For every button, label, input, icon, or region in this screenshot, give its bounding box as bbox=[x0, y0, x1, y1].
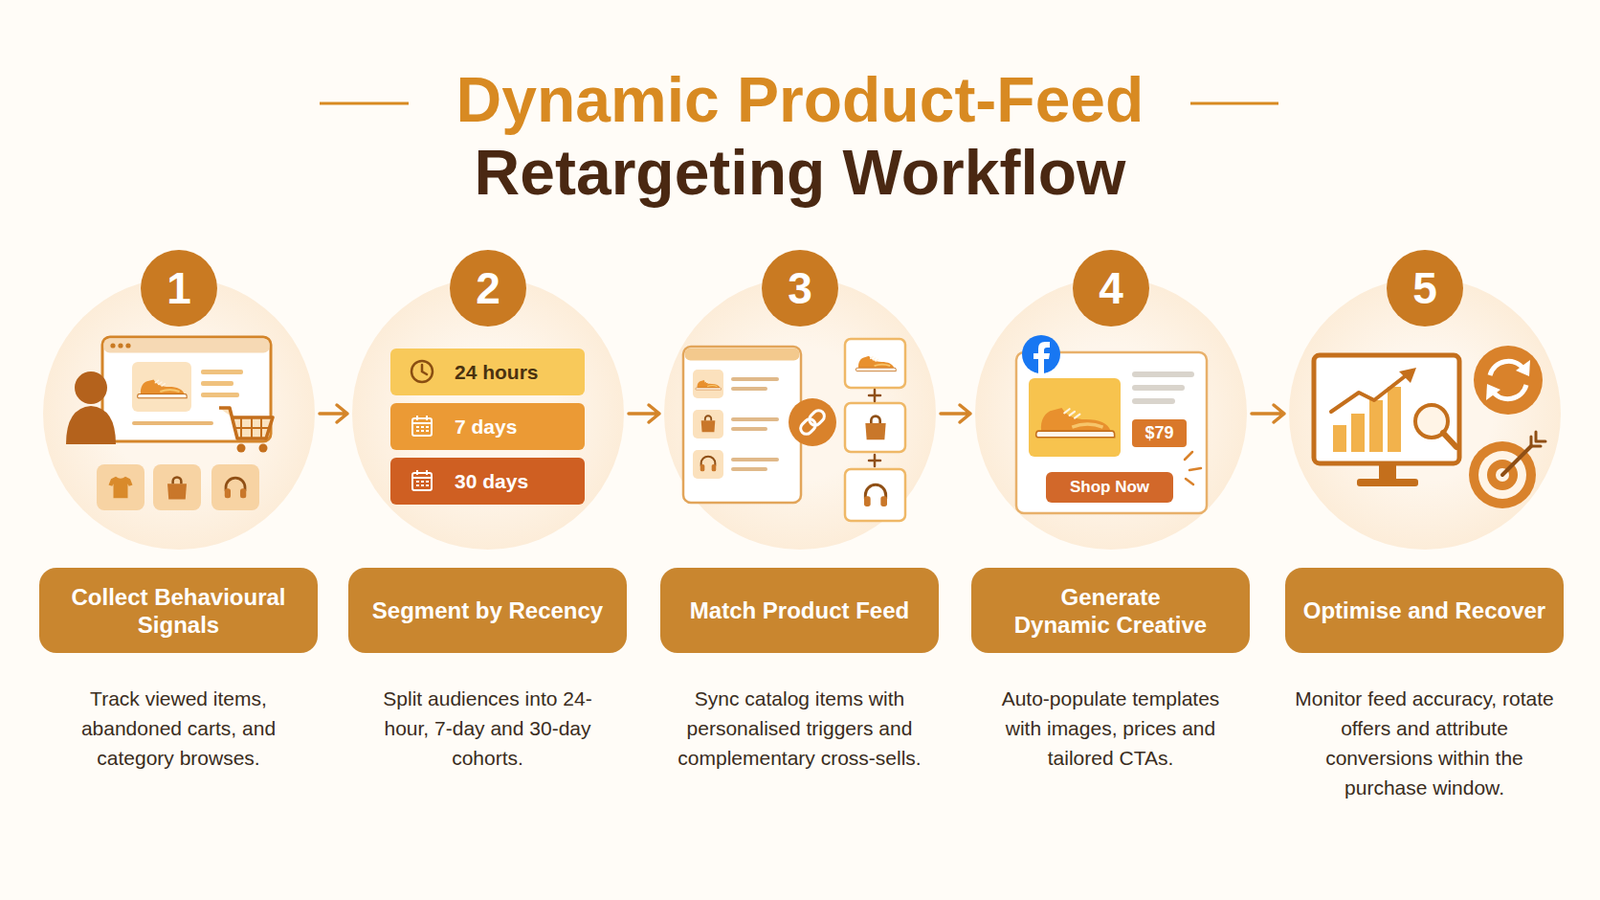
step-label-box: Segment by RecencySplit audiences into 2… bbox=[348, 567, 627, 653]
step-number: 1 bbox=[140, 249, 218, 327]
button-text: Shop Now bbox=[1069, 477, 1150, 497]
step-heading: Segment by Recency bbox=[372, 596, 603, 624]
flow-arrow bbox=[628, 404, 660, 423]
recency-bar: 24 hours bbox=[390, 348, 585, 396]
step-number: 4 bbox=[1072, 249, 1150, 327]
step-heading: Match Product Feed bbox=[689, 596, 910, 624]
price-text: $79 bbox=[1144, 422, 1174, 444]
step-circle: 5 bbox=[1288, 277, 1561, 550]
step-label-box: Generate Dynamic CreativeAuto-populate t… bbox=[971, 567, 1250, 653]
step-circle: 1 bbox=[43, 277, 315, 550]
flow-arrow bbox=[1251, 404, 1285, 423]
step-circle: 224 hours7 days30 days bbox=[352, 277, 624, 550]
title-rule bbox=[1190, 102, 1279, 106]
bar-label: 7 days bbox=[390, 402, 585, 450]
step-circle: 4$79Shop Now bbox=[975, 277, 1247, 550]
step-number: 3 bbox=[761, 249, 839, 327]
step-circle: 3 bbox=[664, 277, 936, 550]
step-heading: Collect Behavioural Signals bbox=[53, 582, 305, 639]
step-number: 5 bbox=[1386, 249, 1464, 327]
step-description: Auto-populate templates with images, pri… bbox=[995, 683, 1227, 773]
recency-bar: 7 days bbox=[390, 402, 585, 450]
flow-arrow bbox=[940, 404, 971, 423]
step-description: Split audiences into 24-hour, 7-day and … bbox=[381, 683, 595, 773]
step-heading: Optimise and Recover bbox=[1303, 596, 1546, 624]
flow-arrow bbox=[319, 404, 348, 423]
bar-label: 30 days bbox=[390, 457, 585, 505]
bar-label: 24 hours bbox=[390, 348, 585, 396]
title-rule bbox=[319, 102, 409, 106]
diagram-title: Dynamic Product-Feed Retargeting Workflo… bbox=[407, 63, 1193, 209]
step-description: Monitor feed accuracy, rotate offers and… bbox=[1292, 683, 1557, 802]
step-number: 2 bbox=[449, 249, 527, 327]
price-badge: $79 bbox=[1132, 419, 1187, 447]
step-description: Track viewed items, abandoned carts, and… bbox=[67, 683, 290, 773]
cta-button: Shop Now bbox=[1045, 471, 1174, 503]
step-label-box: Match Product FeedSync catalog items wit… bbox=[660, 567, 939, 653]
step-description: Sync catalog items with personalised tri… bbox=[672, 683, 928, 773]
recency-bar: 30 days bbox=[390, 457, 585, 505]
step-label-box: Optimise and RecoverMonitor feed accurac… bbox=[1285, 567, 1564, 653]
step-label-box: Collect Behavioural SignalsTrack viewed … bbox=[39, 567, 318, 653]
step-heading: Generate Dynamic Creative bbox=[985, 582, 1237, 639]
